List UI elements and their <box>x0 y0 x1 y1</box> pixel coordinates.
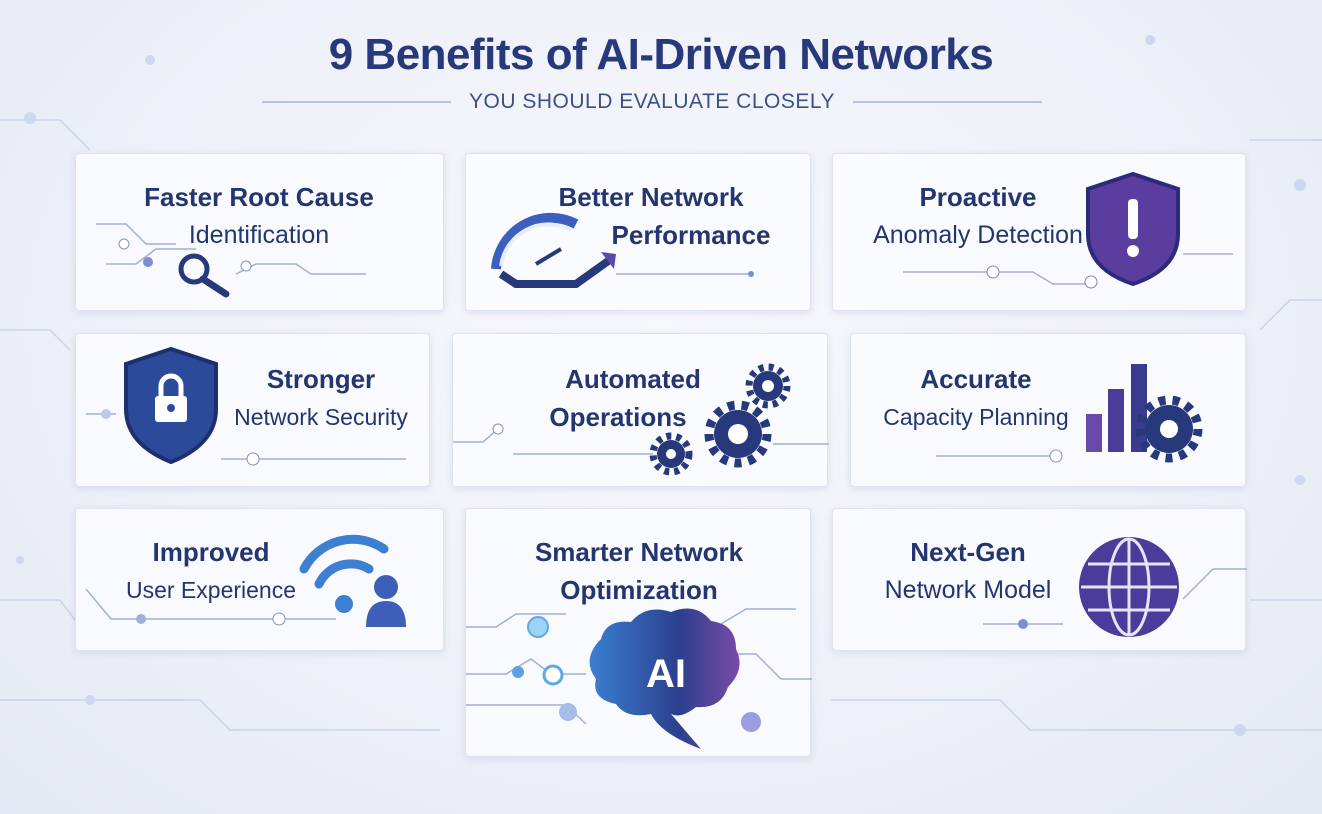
subtitle: YOU SHOULD EVALUATE CLOSELY <box>469 90 835 113</box>
card-subtitle: Anomaly Detection <box>873 221 1083 249</box>
card-subtitle: Network Security <box>234 404 408 430</box>
gears-icon <box>453 363 829 476</box>
globe-icon <box>983 537 1247 637</box>
card-title: Better Network <box>558 182 744 212</box>
ai-brain-icon: AI <box>466 608 812 749</box>
card-title: Next-Gen <box>910 537 1026 567</box>
card-title: Automated <box>565 364 701 394</box>
wifi-user-icon <box>85 534 406 627</box>
subtitle-row: YOU SHOULD EVALUATE CLOSELY <box>262 90 1042 114</box>
divider <box>262 101 452 103</box>
card-subtitle: Optimization <box>560 575 718 605</box>
card-subtitle: Identification <box>188 221 330 249</box>
gauge-icon <box>491 212 754 288</box>
card-title: Proactive <box>919 182 1037 212</box>
divider <box>852 101 1042 103</box>
card-title: Stronger <box>266 364 376 394</box>
card-title: Accurate <box>920 364 1032 394</box>
card-title: Faster Root Cause <box>144 182 374 212</box>
ai-label: AI <box>646 652 686 696</box>
card-subtitle: Performance <box>611 220 771 250</box>
page-title: 9 Benefits of AI-Driven Networks <box>328 30 994 79</box>
card-subtitle: Network Model <box>884 576 1052 604</box>
card-title: Smarter Network <box>534 537 744 567</box>
shield-lock-icon <box>86 346 406 466</box>
card-subtitle: Operations <box>549 402 687 432</box>
magnifier-icon <box>96 223 366 298</box>
card-subtitle: User Experience <box>125 577 297 603</box>
shield-alert-icon <box>903 171 1233 289</box>
card-subtitle: Capacity Planning <box>883 404 1069 430</box>
bar-chart-gear-icon <box>936 364 1203 463</box>
card-title: Improved <box>152 537 270 567</box>
